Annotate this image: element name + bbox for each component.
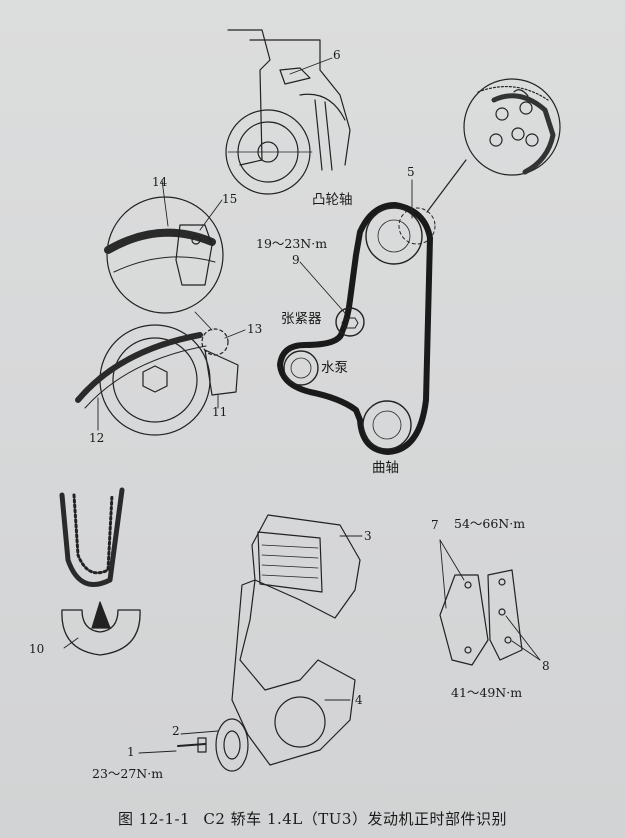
label-water-pump: 水泵 bbox=[321, 360, 348, 376]
figure-caption: 图 12-1-1 C2 轿车 1.4L（TU3）发动机正时部件识别 bbox=[0, 808, 625, 829]
callout-9: 9 bbox=[292, 253, 300, 267]
caption-number: 图 12-1-1 bbox=[118, 810, 191, 828]
engine-mount-bracket bbox=[439, 539, 541, 666]
label-crankshaft: 曲轴 bbox=[372, 460, 399, 476]
belt-routing-diagram bbox=[277, 179, 436, 455]
timing-cover-assemblies bbox=[231, 514, 363, 766]
callout-15: 15 bbox=[222, 192, 238, 206]
callout-10: 10 bbox=[29, 642, 45, 656]
toothed-belt-and-guide-tool bbox=[59, 487, 141, 656]
camshaft-sprocket-detail bbox=[426, 78, 561, 213]
label-camshaft: 凸轮轴 bbox=[312, 192, 353, 208]
callout-13: 13 bbox=[247, 322, 263, 336]
torque-mount-upper: 54～66N·m bbox=[454, 516, 526, 531]
callout-1: 1 bbox=[127, 745, 135, 759]
callout-3: 3 bbox=[364, 529, 372, 543]
callout-7: 7 bbox=[431, 518, 439, 532]
torque-tensioner: 19～23N·m bbox=[256, 236, 328, 251]
callout-8: 8 bbox=[542, 659, 550, 673]
callout-12: 12 bbox=[89, 431, 105, 445]
callout-4: 4 bbox=[355, 693, 363, 707]
label-tensioner: 张紧器 bbox=[281, 311, 322, 327]
callout-5: 5 bbox=[407, 165, 415, 179]
callout-2: 2 bbox=[172, 724, 180, 738]
callout-11: 11 bbox=[212, 405, 228, 419]
torque-mount-lower: 41～49N·m bbox=[451, 685, 523, 700]
tensioner-detail-magnified bbox=[104, 179, 224, 331]
tensioner-pulley-assembly bbox=[75, 324, 246, 436]
callout-14: 14 bbox=[152, 175, 168, 189]
engine-top-detail bbox=[225, 29, 351, 195]
callout-6: 6 bbox=[333, 48, 341, 62]
crankshaft-pulley-and-bolt bbox=[138, 718, 249, 772]
caption-text: C2 轿车 1.4L（TU3）发动机正时部件识别 bbox=[203, 810, 507, 828]
torque-bolt-1: 23～27N·m bbox=[92, 766, 164, 781]
